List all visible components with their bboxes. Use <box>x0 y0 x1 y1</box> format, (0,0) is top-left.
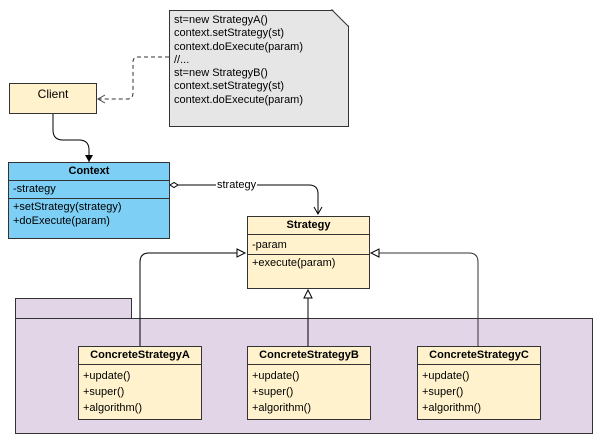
attribute: -strategy <box>13 183 56 195</box>
note-line: context.doExecute(param) <box>174 93 304 106</box>
context-name: Context <box>9 163 169 181</box>
attribute: -param <box>252 239 287 251</box>
method: +algorithm() <box>252 402 311 414</box>
method: +algorithm() <box>422 402 481 414</box>
strategy-attributes: -param <box>248 235 369 255</box>
concrete-strategy-a[interactable]: ConcreteStrategyA +update() +super() +al… <box>78 346 202 420</box>
note-link <box>96 56 169 104</box>
method: +super() <box>83 386 125 398</box>
class-methods: +update() +super() +algorithm() <box>79 365 201 417</box>
note-line: st=new StrategyB() <box>174 67 268 80</box>
class-name: ConcreteStrategyA <box>79 347 201 365</box>
context-class[interactable]: Context -strategy +setStrategy(strategy)… <box>8 162 170 239</box>
client-name: Client <box>37 86 69 101</box>
note-line: context.setStrategy(st) <box>174 80 285 93</box>
method: +doExecute(param) <box>13 215 110 227</box>
note-line: context.doExecute(param) <box>174 40 304 53</box>
generalization-c <box>369 248 479 346</box>
strategy-association <box>169 181 323 216</box>
note-line: st=new StrategyA() <box>174 14 268 26</box>
method: +execute(param) <box>252 257 336 269</box>
method: +super() <box>422 386 464 398</box>
client-context-link <box>52 113 93 162</box>
concrete-strategy-b[interactable]: ConcreteStrategyB +update() +super() +al… <box>247 346 371 420</box>
note-line: context.setStrategy(st) <box>174 27 285 40</box>
strategy-interface[interactable]: Strategy -param +execute(param) <box>247 216 370 289</box>
method: +update() <box>422 370 470 382</box>
method: +setStrategy(strategy) <box>13 201 122 213</box>
client-class[interactable]: Client <box>9 83 97 114</box>
context-attributes: -strategy <box>9 181 169 199</box>
generalization-a <box>139 248 247 346</box>
method: +super() <box>252 386 294 398</box>
class-name: ConcreteStrategyB <box>248 347 370 365</box>
method: +algorithm() <box>83 402 142 414</box>
association-label: strategy <box>216 179 258 191</box>
strategy-name: Strategy <box>248 217 369 235</box>
code-note: st=new StrategyA() context.setStrategy(s… <box>169 10 349 127</box>
method: +update() <box>252 370 300 382</box>
method: +update() <box>83 370 131 382</box>
concrete-strategy-c[interactable]: ConcreteStrategyC +update() +super() +al… <box>417 346 541 420</box>
strategy-methods: +execute(param) <box>248 255 369 272</box>
note-line: //... <box>174 53 190 66</box>
class-methods: +update() +super() +algorithm() <box>248 365 370 417</box>
context-methods: +setStrategy(strategy) +doExecute(param) <box>9 199 169 230</box>
class-methods: +update() +super() +algorithm() <box>418 365 540 417</box>
package-tab <box>15 298 132 319</box>
class-name: ConcreteStrategyC <box>418 347 540 365</box>
